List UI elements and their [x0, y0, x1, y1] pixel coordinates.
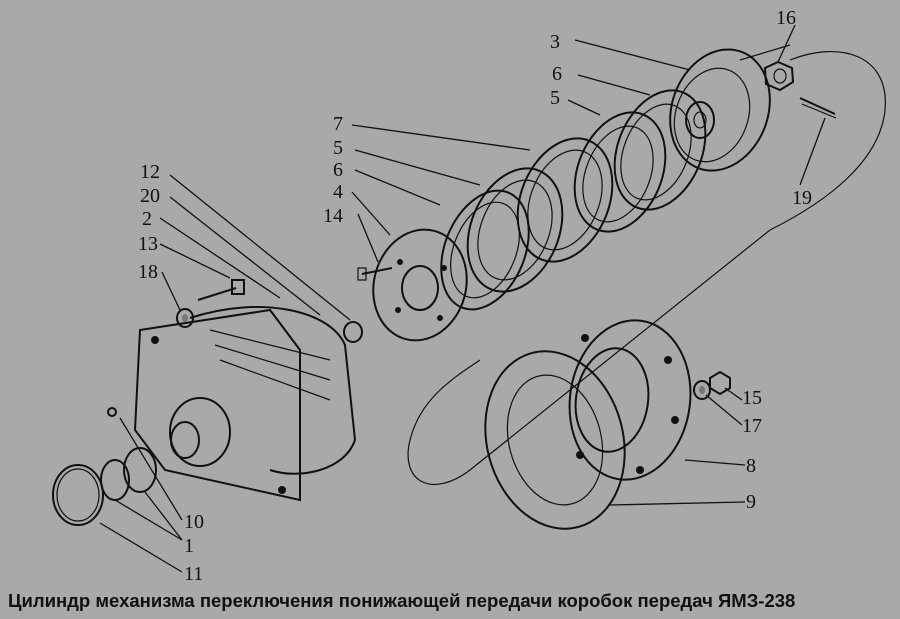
part-6-seal-ring-upper [613, 89, 707, 211]
callout-9: 9 [746, 491, 756, 513]
callout-5-lower: 5 [333, 137, 343, 159]
part-3-piston-disc [669, 48, 771, 172]
callout-3: 3 [550, 31, 560, 53]
part-12-washer [343, 321, 363, 343]
callout-14: 14 [323, 205, 343, 227]
part-7-piston [516, 137, 614, 263]
callout-19: 19 [792, 187, 812, 209]
part-18-washer [176, 308, 194, 328]
part-9-gasket [484, 350, 626, 530]
callout-15: 15 [742, 387, 762, 409]
figure-caption: Цилиндр механизма переключения понижающе… [8, 590, 796, 611]
part-19-cotter-pin [799, 97, 837, 119]
callout-20: 20 [140, 185, 160, 207]
part-11-ring [52, 464, 104, 526]
part-14-bolt [357, 267, 393, 281]
part-6-seal-ring-lower [440, 189, 530, 311]
callout-2: 2 [142, 208, 152, 230]
part-16-nut [763, 60, 795, 92]
leader-lines [99, 24, 826, 573]
phantom-outline-upper [739, 44, 791, 61]
callout-6-lower: 6 [333, 159, 343, 181]
exploded-view-drawing: 3 16 6 5 7 5 6 4 14 12 20 2 13 18 19 15 … [52, 7, 886, 585]
part-5-ring-lower [466, 167, 564, 293]
part-17-washer [693, 380, 711, 400]
callout-12: 12 [140, 161, 160, 183]
callout-1: 1 [184, 535, 194, 557]
part-5-ring-upper [573, 111, 667, 233]
callout-13: 13 [138, 233, 158, 255]
callout-11: 11 [184, 563, 203, 585]
callout-8: 8 [746, 455, 756, 477]
callout-7: 7 [333, 113, 343, 135]
callout-5-upper: 5 [550, 87, 560, 109]
part-2-cylinder-body [133, 306, 357, 502]
part-1-ring [100, 407, 130, 501]
callout-6-upper: 6 [552, 63, 562, 85]
callout-17: 17 [742, 415, 762, 437]
part-13-bolt [197, 279, 245, 301]
part-10-ring [123, 447, 157, 493]
callout-16: 16 [776, 7, 796, 29]
callout-4: 4 [333, 181, 343, 203]
callout-18: 18 [138, 261, 158, 283]
callout-10: 10 [184, 511, 204, 533]
part-4-piston-front [372, 228, 468, 342]
part-15-nut [709, 370, 731, 396]
part-8-flange [568, 319, 692, 481]
callout-labels: 3 16 6 5 7 5 6 4 14 12 20 2 13 18 19 15 … [138, 7, 812, 585]
phantom-outline [407, 51, 886, 486]
